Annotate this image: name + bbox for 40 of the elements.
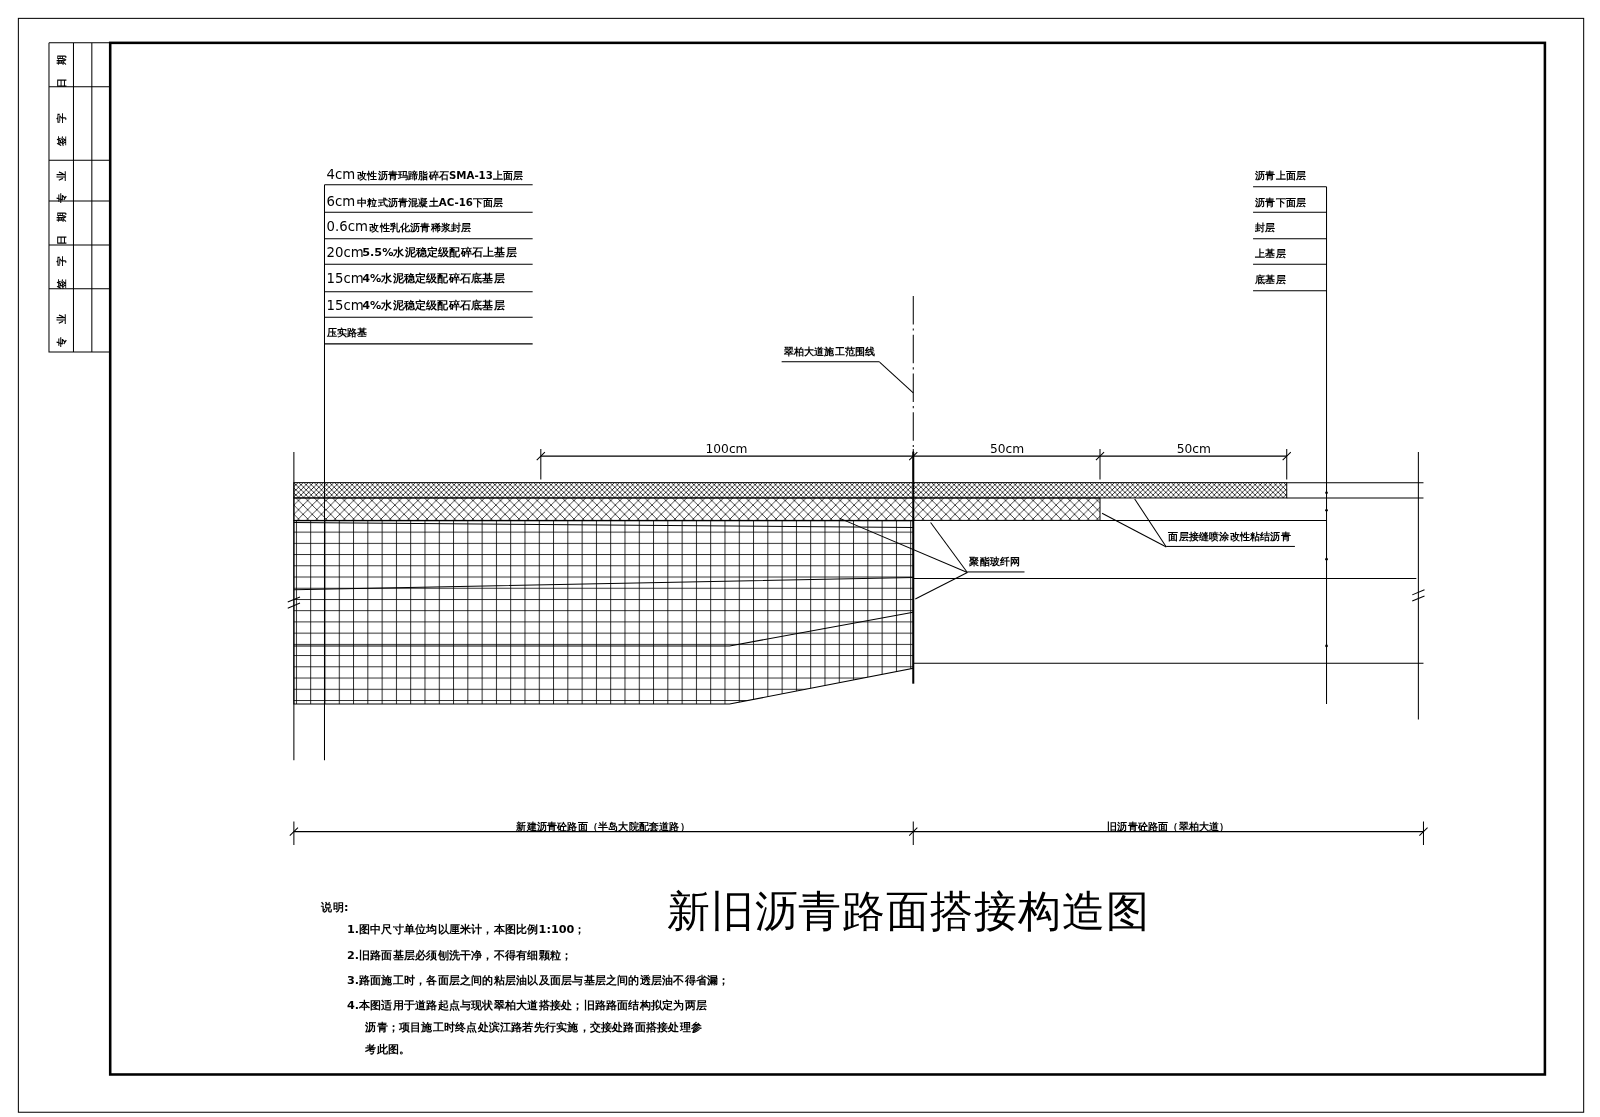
layer-name-text: 沥青下面层 (1255, 195, 1307, 210)
dimension-text: 100cm (705, 440, 748, 458)
leader-line (1101, 512, 1167, 548)
layer-spec-text: 20cm (326, 243, 364, 262)
note-text: 2.旧路面基层必须刨洗干净，不得有细颗粒； (346, 947, 573, 964)
layer-name-text: 封层 (1255, 220, 1276, 236)
callout-label: 翠柏大道施工范围线 (781, 344, 880, 363)
notes-heading: 说明: (321, 899, 349, 916)
layer-name-text: 上基层 (1255, 246, 1286, 261)
callout-label: 聚酯玻纤网 (967, 555, 1025, 573)
layer-spec-text: 0.6cm (326, 218, 368, 237)
title-block-label: 签字 (54, 101, 68, 146)
leader-line (1134, 498, 1167, 548)
layer-spec-text: 压实路基 (326, 326, 368, 341)
leader-line (914, 571, 968, 600)
layer-spec-text: 4%水泥稳定级配碎石底基层 (362, 271, 505, 288)
leader-line (839, 517, 968, 573)
note-text: 1.图中尺寸单位均以厘米计，本图比例1:100； (346, 922, 586, 939)
note-text: 4.本图适用于道路起点与现状翠柏大道搭接处；旧路路面结构拟定为两层沥青；项目施工时终点处滨江路若先行实施，交接处路面搭接处理参考此图。 (346, 998, 708, 1058)
title-block-label: 日期 (54, 42, 68, 88)
note-text: 3.路面施工时，各面层之间的粘层油以及面层与基层之间的透层油不得省漏； (346, 973, 730, 990)
leader-line (930, 521, 968, 573)
leader-line (879, 361, 914, 394)
layer-spec-text: 5.5%水泥稳定级配碎石上基层 (362, 244, 517, 261)
layer-spec-text: 15cm (326, 296, 364, 315)
layer-spec-text: 4%水泥稳定级配碎石底基层 (362, 297, 505, 314)
title-block-label: 专业 (54, 302, 68, 347)
layer-name-text: 沥青上面层 (1255, 168, 1307, 184)
layer-spec-text: 中粒式沥青混凝土AC-16下面层 (357, 195, 504, 210)
callout-label: 面层接缝喷涂改性粘结沥青 (1166, 529, 1295, 547)
drawing-title: 新旧沥青路面搭接构造图 (666, 884, 1150, 938)
layer-spec-text: 4cm (326, 166, 356, 185)
layer-spec-text: 6cm (326, 192, 356, 211)
layer-name-text: 底基层 (1255, 273, 1286, 288)
dimension-text: 50cm (990, 440, 1025, 458)
layer-spec-text: 改性乳化沥青稀浆封层 (369, 220, 472, 236)
layer-spec-text: 15cm (326, 270, 364, 289)
layer-spec-text: 改性沥青玛蹄脂碎石SMA-13上面层 (357, 168, 524, 184)
dimension-text: 50cm (1176, 440, 1211, 458)
title-block-label: 签字 (54, 243, 68, 289)
